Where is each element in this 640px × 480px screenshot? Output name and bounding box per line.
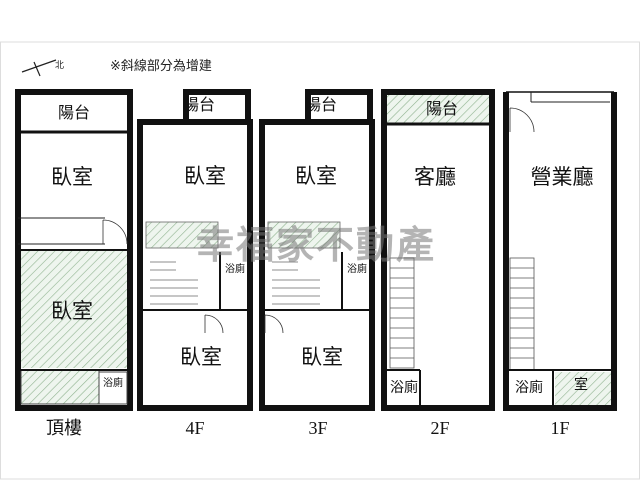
floor-label-3f: 3F bbox=[308, 418, 327, 438]
1f-small-room: 室 bbox=[574, 376, 588, 393]
floor-label-4f: 4F bbox=[185, 418, 204, 438]
3f-bedroom-top: 臥室 bbox=[295, 164, 337, 188]
1f-bath: 浴廁 bbox=[515, 379, 543, 396]
roof-balcony: 陽台 bbox=[58, 103, 90, 122]
3f-balcony: 陽台 bbox=[305, 95, 337, 114]
watermark: 幸福家不動產 bbox=[196, 223, 436, 267]
roof-bath: 浴廁 bbox=[103, 376, 123, 389]
floor-label-roof: 頂樓 bbox=[46, 418, 82, 438]
roof-bedroom-bottom: 臥室 bbox=[51, 299, 93, 323]
floor-label-1f: 1F bbox=[550, 418, 569, 438]
plan-3f: 陽台 臥室 臥室 浴廁 3F bbox=[259, 89, 375, 438]
plan-1f: 營業廳 浴廁 室 1F bbox=[503, 91, 617, 438]
compass-label: 北 bbox=[55, 60, 64, 71]
3f-bath: 浴廁 bbox=[347, 262, 367, 275]
2f-living-room: 客廳 bbox=[414, 165, 456, 189]
2f-bath: 浴廁 bbox=[390, 379, 418, 396]
2f-balcony: 陽台 bbox=[426, 99, 458, 118]
1f-business-hall: 營業廳 bbox=[531, 165, 594, 189]
plan-roof: 陽台 臥室 臥室 浴廁 頂樓 bbox=[15, 89, 133, 438]
compass-icon: 北 bbox=[21, 59, 64, 77]
note-text: ※斜線部分為增建 bbox=[110, 58, 212, 74]
roof-bedroom-top: 臥室 bbox=[51, 165, 93, 189]
plan-2f: 陽台 客廳 浴廁 2F bbox=[381, 89, 495, 438]
4f-bedroom-bottom: 臥室 bbox=[180, 345, 222, 369]
4f-balcony: 陽台 bbox=[183, 95, 215, 114]
4f-bath: 浴廁 bbox=[225, 262, 245, 275]
4f-bedroom-top: 臥室 bbox=[184, 164, 226, 188]
3f-bedroom-bottom: 臥室 bbox=[301, 345, 343, 369]
floor-label-2f: 2F bbox=[430, 418, 449, 438]
plan-4f: 陽台 臥室 臥室 浴廁 4F bbox=[137, 89, 253, 438]
